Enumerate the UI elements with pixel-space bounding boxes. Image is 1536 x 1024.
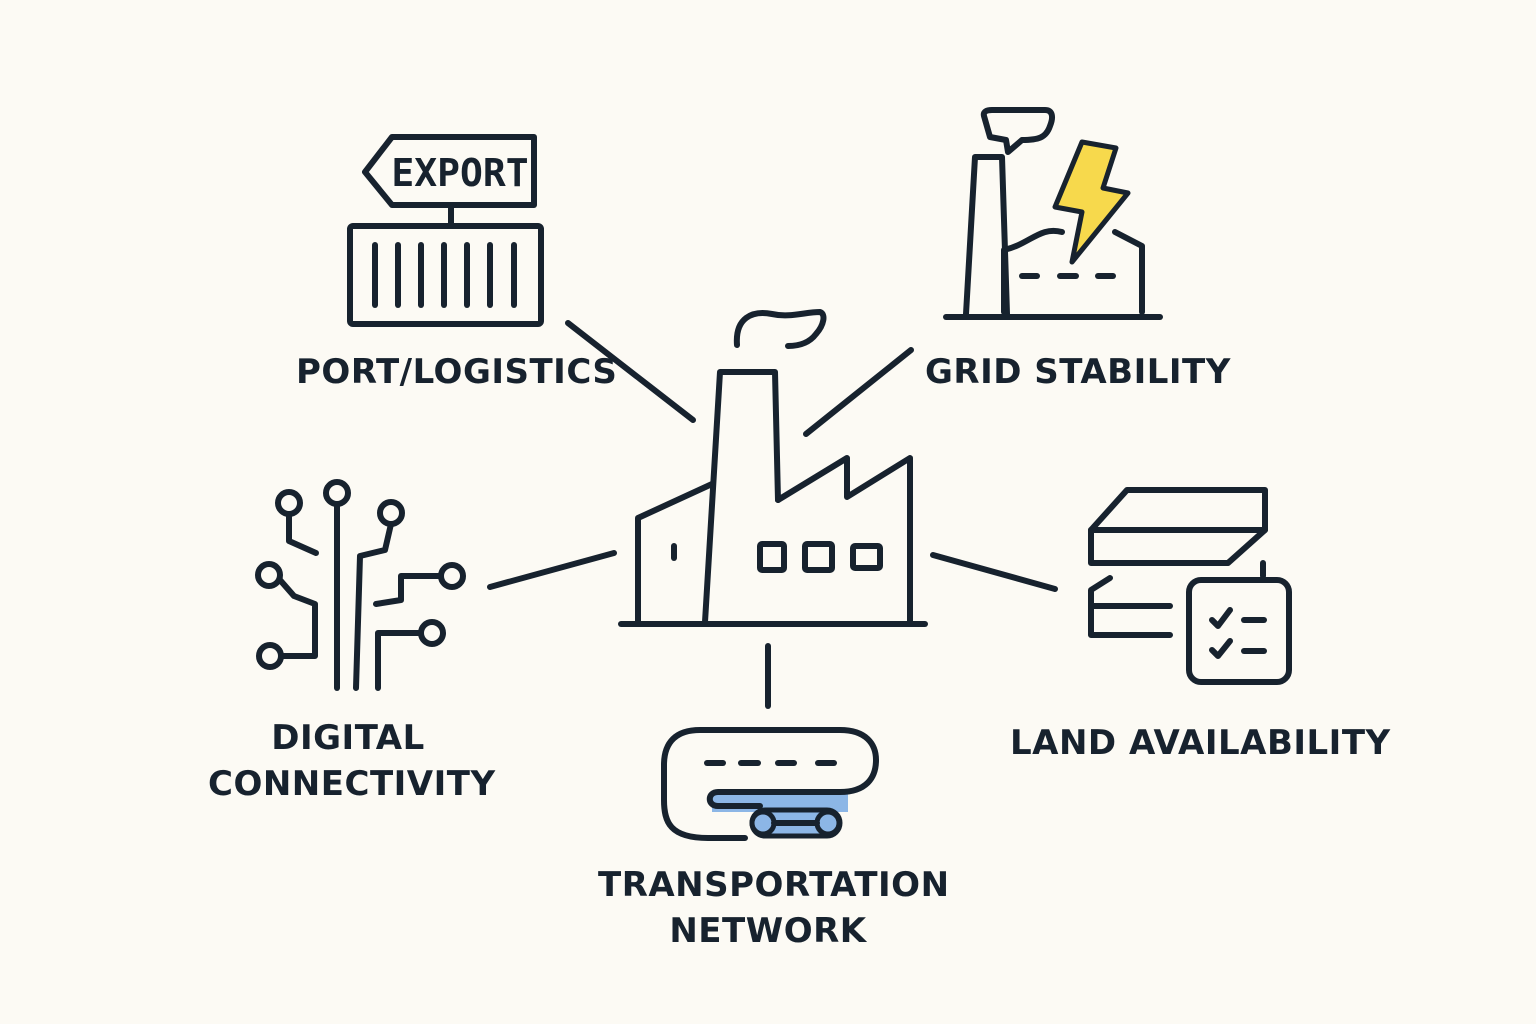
land-availability-label-text: LAND AVAILABILITY	[1010, 723, 1391, 763]
port-logistics-label-text: PORT/LOGISTICS	[296, 352, 618, 392]
grid-stability-label-text: GRID STABILITY	[925, 352, 1231, 392]
circuit-icon	[255, 479, 466, 691]
digital-label-line-2: CONNECTIVITY	[208, 764, 496, 804]
connector-land	[930, 552, 1058, 592]
connector-port	[565, 320, 696, 423]
transport-label-line-1: TRANSPORTATION	[598, 865, 950, 905]
connectors	[487, 320, 1058, 709]
label-digital-connectivity: DIGITAL CONNECTIVITY	[208, 715, 496, 807]
transport-label-line-2: NETWORK	[669, 911, 867, 951]
land-checklist-icon	[1088, 487, 1292, 685]
factory-icon	[618, 309, 928, 627]
road-vehicle-icon	[661, 727, 879, 841]
label-land-availability: LAND AVAILABILITY	[1010, 720, 1391, 766]
lightning-bolt-icon	[1052, 139, 1131, 265]
shipping-container-icon: EXPORT	[347, 134, 544, 327]
connector-grid	[803, 347, 914, 437]
export-sign-text: EXPORT	[391, 151, 528, 195]
power-plant-icon	[943, 107, 1163, 320]
label-grid-stability: GRID STABILITY	[925, 349, 1231, 395]
connector-digital	[487, 550, 617, 590]
label-port-logistics: PORT/LOGISTICS	[296, 349, 618, 395]
label-transportation-network: TRANSPORTATION NETWORK	[598, 862, 950, 954]
digital-label-line-1: DIGITAL	[271, 718, 425, 758]
